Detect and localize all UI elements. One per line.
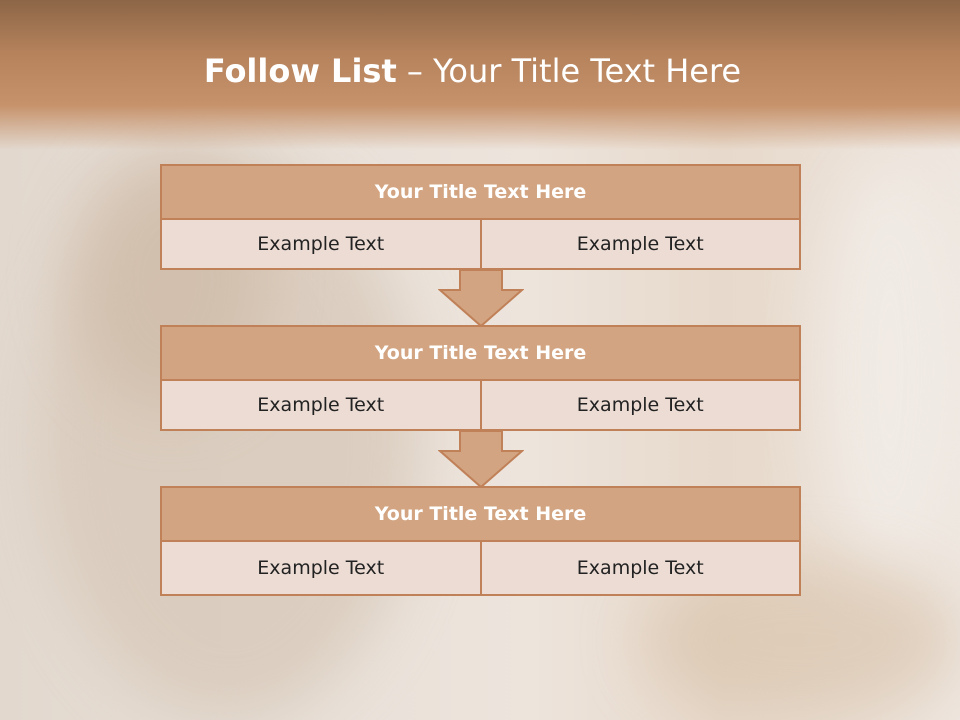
background-window bbox=[820, 160, 960, 580]
down-arrow-icon bbox=[438, 430, 524, 489]
header-band bbox=[0, 0, 960, 150]
step-row: Example Text Example Text bbox=[160, 542, 801, 596]
step-cell-right: Example Text bbox=[481, 220, 801, 270]
step-title: Your Title Text Here bbox=[160, 486, 801, 542]
step-block-2: Your Title Text Here Example Text Exampl… bbox=[160, 325, 801, 431]
step-title: Your Title Text Here bbox=[160, 164, 801, 220]
step-cell-left: Example Text bbox=[160, 220, 482, 270]
step-block-1: Your Title Text Here Example Text Exampl… bbox=[160, 164, 801, 270]
down-arrow-icon bbox=[438, 269, 524, 328]
page-title-rest: – Your Title Text Here bbox=[396, 52, 742, 90]
page-title: Follow List – Your Title Text Here bbox=[0, 52, 945, 90]
page-title-bold: Follow List bbox=[203, 52, 397, 90]
step-cell-left: Example Text bbox=[160, 542, 482, 596]
step-cell-right: Example Text bbox=[481, 542, 801, 596]
step-row: Example Text Example Text bbox=[160, 220, 801, 270]
step-title: Your Title Text Here bbox=[160, 325, 801, 381]
step-block-3: Your Title Text Here Example Text Exampl… bbox=[160, 486, 801, 596]
step-row: Example Text Example Text bbox=[160, 381, 801, 431]
step-cell-left: Example Text bbox=[160, 381, 482, 431]
step-cell-right: Example Text bbox=[481, 381, 801, 431]
